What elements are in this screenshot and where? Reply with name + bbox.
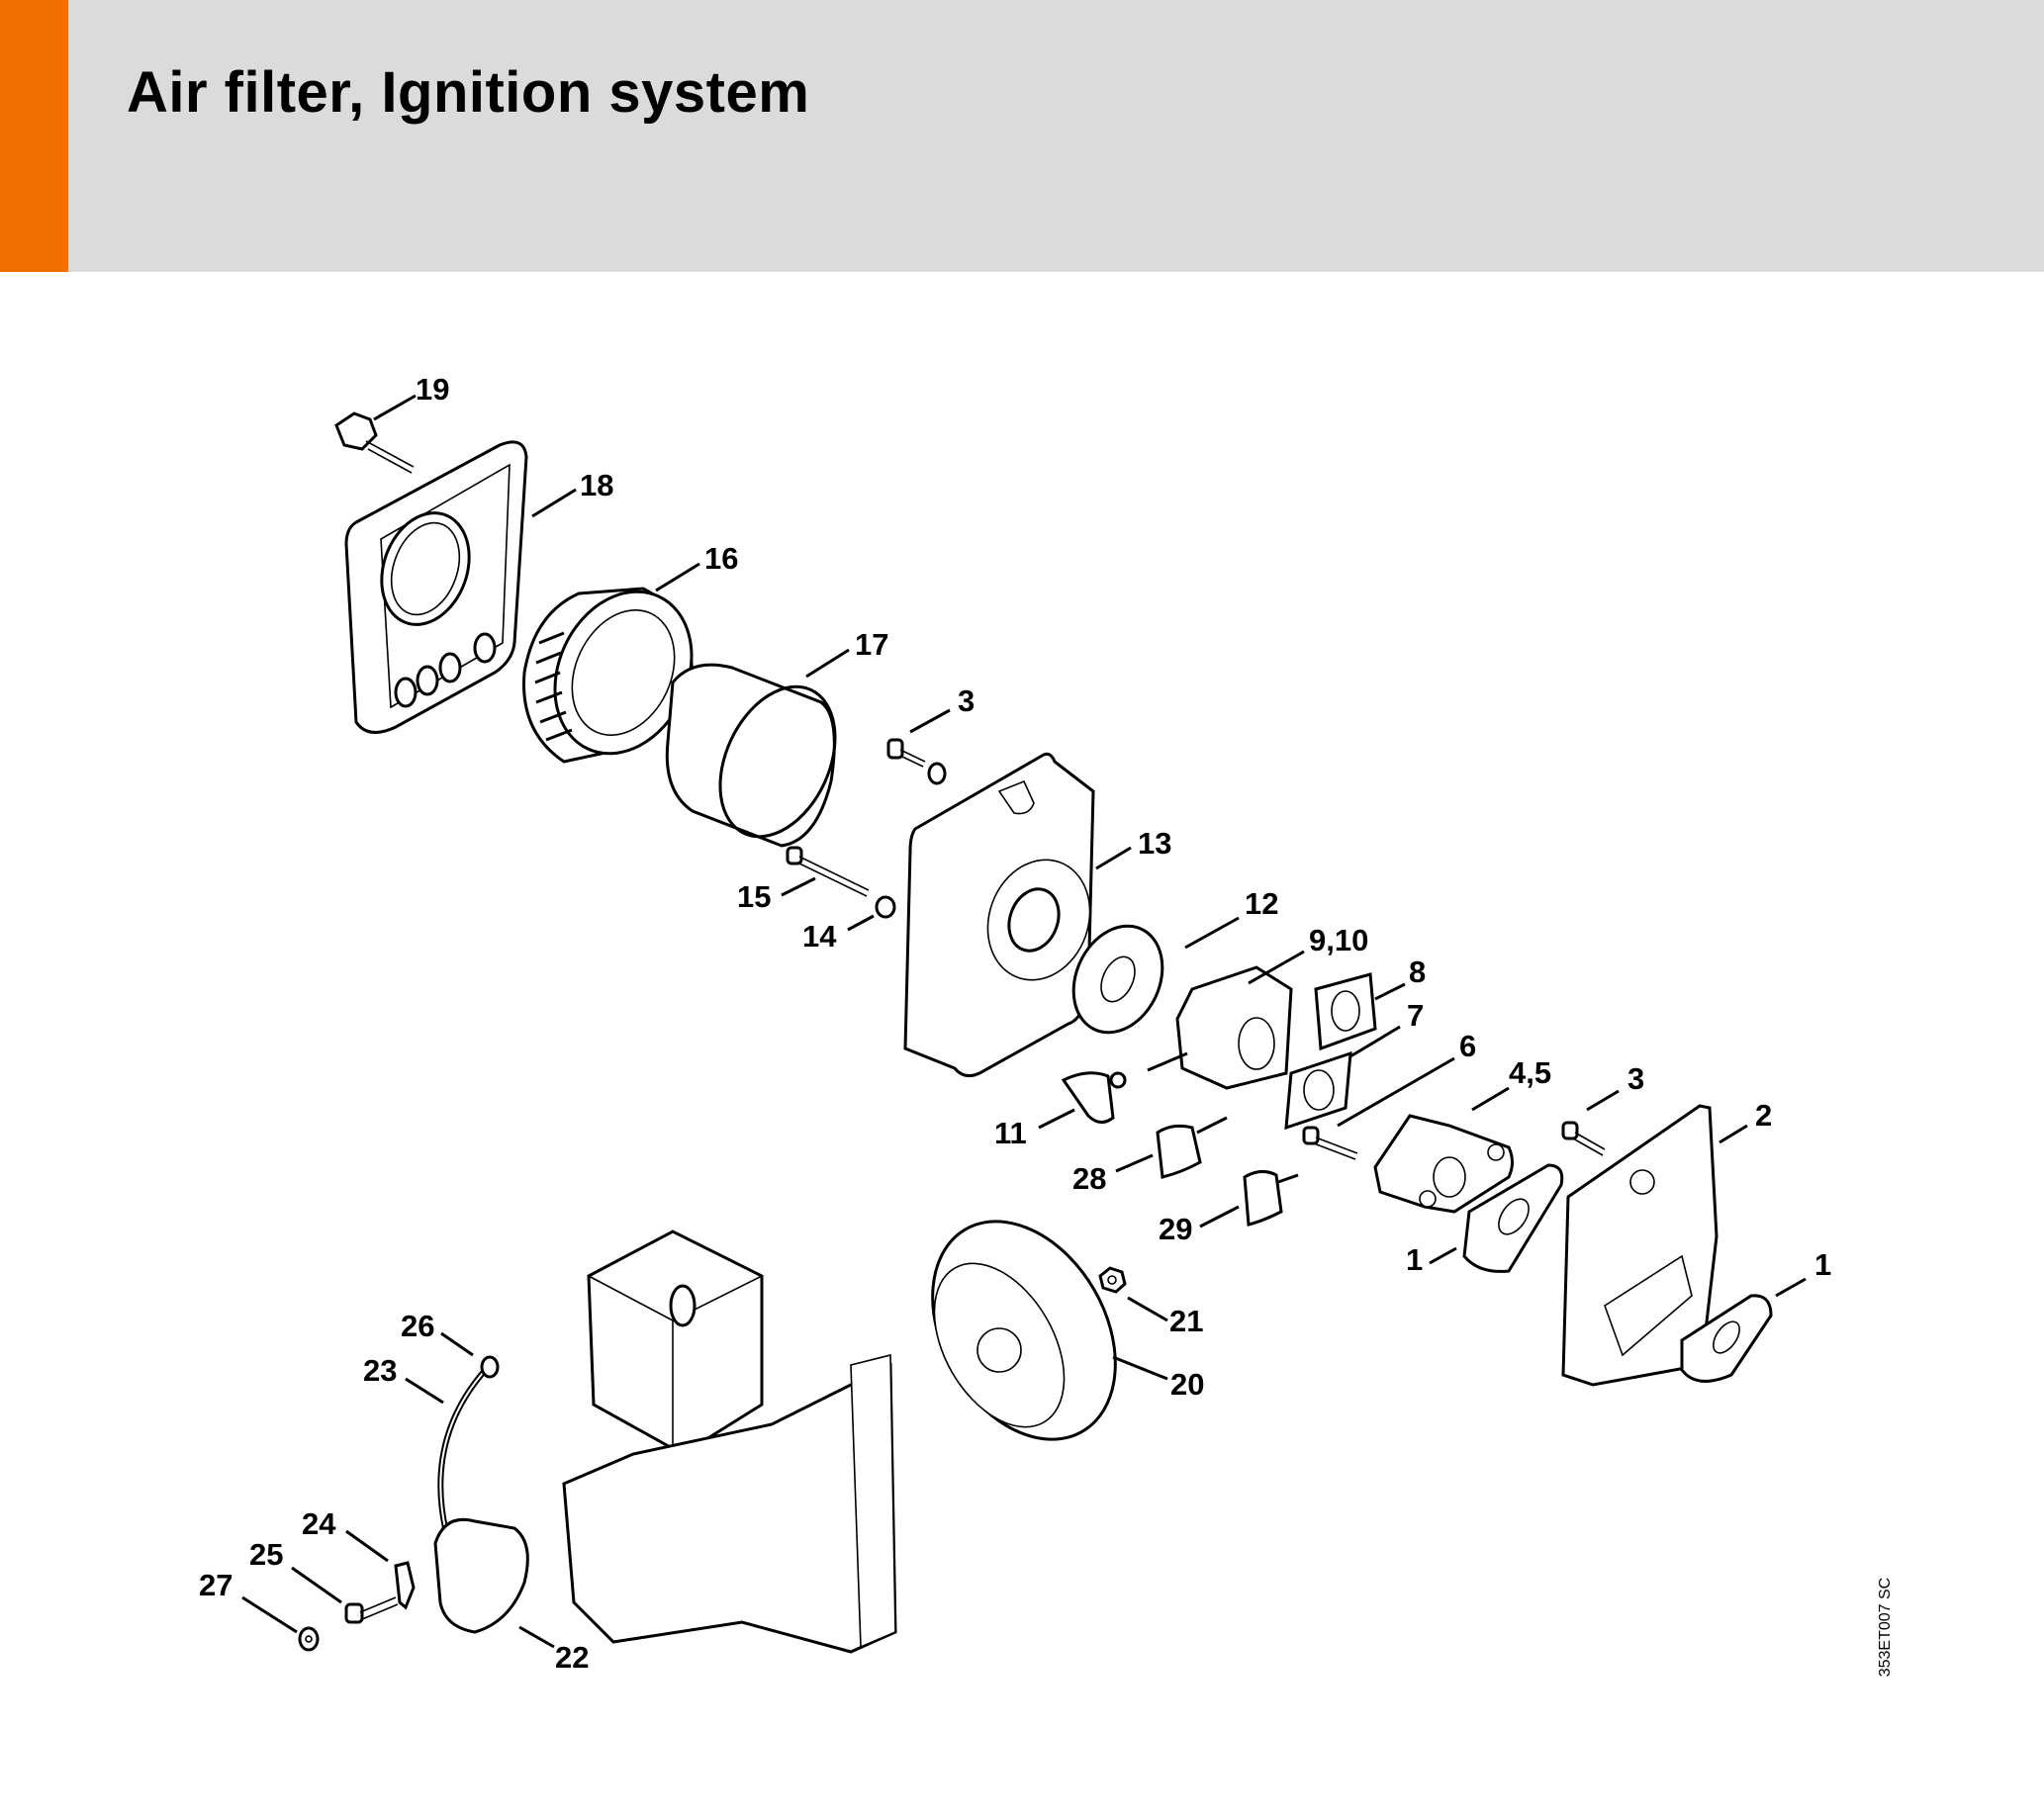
callout-11[interactable]: 11 [994,1116,1027,1150]
callout-19[interactable]: 19 [416,372,449,407]
part-28-knob-arrow[interactable] [1156,1116,1228,1179]
callout-22[interactable]: 22 [555,1640,589,1675]
part-9-10-carburetor[interactable] [1147,965,1293,1090]
part-24-contact-spring[interactable] [394,1561,416,1610]
part-2-heat-shield[interactable] [1561,1104,1719,1387]
callout-1-left[interactable]: 1 [1406,1242,1423,1277]
part-12-flange[interactable] [1057,911,1178,1046]
part-3-screw-top[interactable] [886,738,947,785]
header-accent-bar [0,0,68,272]
part-3-screw-right[interactable] [1561,1121,1606,1156]
callout-2[interactable]: 2 [1755,1098,1772,1133]
callout-16[interactable]: 16 [704,541,738,576]
callout-26[interactable]: 26 [401,1309,434,1343]
callout-15[interactable]: 15 [737,879,771,914]
part-19-knob-screw[interactable] [334,411,415,474]
callout-leaders [241,394,1807,1649]
callout-17[interactable]: 17 [855,627,888,662]
callout-4-5[interactable]: 4,5 [1509,1055,1551,1090]
callout-28[interactable]: 28 [1072,1161,1106,1196]
callout-18[interactable]: 18 [580,468,613,502]
callout-7[interactable]: 7 [1407,998,1424,1033]
callout-13[interactable]: 13 [1138,826,1171,861]
part-6-screw[interactable] [1302,1126,1358,1160]
part-21-nut[interactable] [1098,1266,1127,1294]
callout-3-top[interactable]: 3 [958,683,975,718]
part-13-filter-base[interactable] [903,752,1106,1078]
callout-9-10[interactable]: 9,10 [1309,923,1368,957]
callout-3-right[interactable]: 3 [1627,1061,1644,1096]
part-7-gasket[interactable] [1284,1050,1352,1131]
callout-14[interactable]: 14 [802,919,837,954]
part-11-choke-knob[interactable] [1061,1071,1127,1124]
callout-24[interactable]: 24 [302,1506,336,1541]
callout-6[interactable]: 6 [1459,1029,1476,1063]
part-14-spacer[interactable] [875,895,896,919]
callout-8[interactable]: 8 [1409,955,1426,989]
part-1-gasket-left[interactable] [1462,1163,1564,1273]
callout-1-right[interactable]: 1 [1814,1247,1831,1282]
part-23-ignition-lead[interactable] [437,1362,493,1529]
part-17-prefilter-ring[interactable] [665,663,858,855]
page-header: Air filter, Ignition system [0,0,2044,272]
drawing-code: 353ET007 SC [1877,1577,1894,1678]
part-27-washer[interactable] [298,1626,320,1652]
callout-25[interactable]: 25 [249,1537,283,1572]
callout-12[interactable]: 12 [1245,886,1278,921]
callout-20[interactable]: 20 [1170,1367,1204,1402]
page-title: Air filter, Ignition system [127,60,810,125]
part-8-gasket[interactable] [1314,972,1377,1051]
part-22-ignition-module[interactable] [433,1517,529,1634]
callout-labels: 19 18 16 17 3 13 15 14 12 9,10 8 7 6 4,5… [199,372,1831,1675]
part-25-screw[interactable] [344,1596,399,1624]
callout-29[interactable]: 29 [1159,1212,1192,1246]
callout-23[interactable]: 23 [363,1353,397,1388]
part-1-gasket-right[interactable] [1680,1294,1773,1383]
part-26-spark-plug-boot[interactable] [480,1355,500,1379]
part-4-5-intake-manifold[interactable] [1373,1114,1514,1214]
callout-27[interactable]: 27 [199,1568,232,1602]
part-29-knob[interactable] [1243,1170,1299,1227]
callout-21[interactable]: 21 [1169,1304,1203,1338]
part-16-filter-element[interactable] [522,569,717,775]
part-18-filter-cover[interactable] [344,440,528,734]
engine-cylinder-crankcase [562,1229,897,1654]
part-20-flywheel[interactable] [895,1189,1153,1472]
part-15-long-bolt[interactable] [786,846,870,897]
